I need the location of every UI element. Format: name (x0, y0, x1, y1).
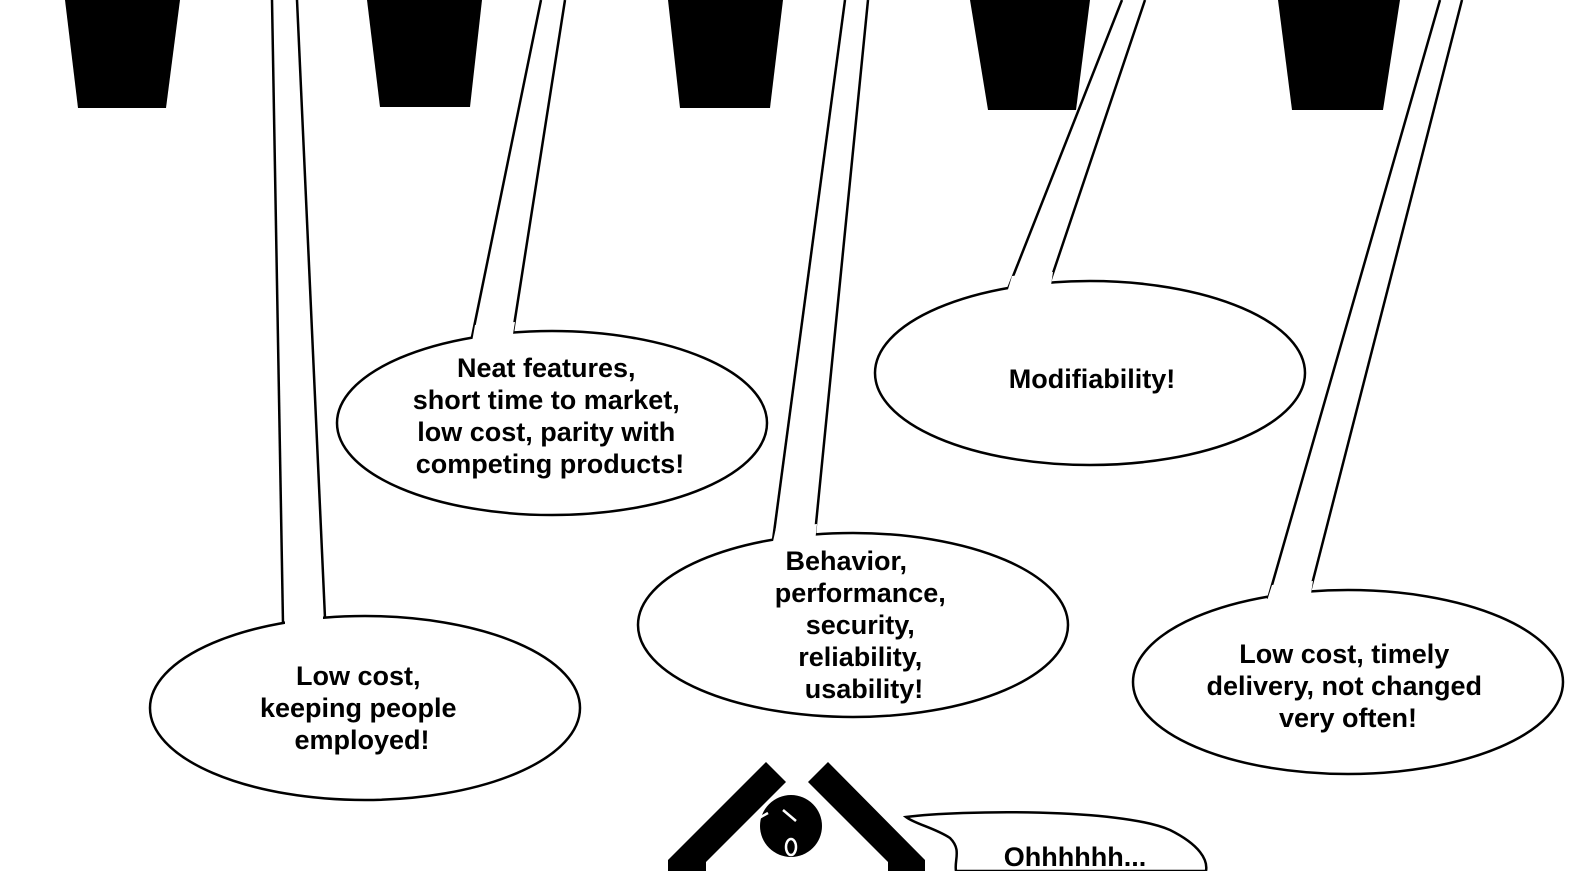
balloon-text: Modifiability! (1009, 364, 1175, 394)
speech-balloon-customer: Low cost, keeping people employed! (148, 0, 582, 802)
architect-speech-text: Ohhhhhh... (1004, 842, 1146, 871)
architect-figure (668, 762, 925, 871)
right-arm (808, 762, 925, 871)
speech-balloon-maintainer: Modifiability! (873, 0, 1307, 467)
balloon-text: Neat features, short time to market, low… (413, 353, 688, 479)
balloon-text: Behavior, performance, security, reliabi… (775, 546, 954, 704)
speech-balloon-manager: Low cost, timely delivery, not changed v… (1131, 0, 1565, 776)
stakeholder-figure-1 (65, 0, 180, 108)
speech-balloon-end-user: Behavior, performance, security, reliabi… (636, 0, 1070, 719)
stakeholder-figure-3 (668, 0, 783, 108)
stakeholder-figure-5 (1278, 0, 1400, 110)
left-arm (668, 762, 786, 871)
stakeholder-figure-4 (970, 0, 1090, 110)
stakeholder-figure-2 (367, 0, 482, 107)
head (760, 795, 822, 857)
speech-balloon-marketing: Neat features, short time to market, low… (335, 0, 769, 517)
balloon-text: Low cost, timely delivery, not changed v… (1206, 639, 1489, 733)
balloon-text: Low cost, keeping people employed! (260, 661, 464, 755)
architect-speech-bubble: Ohhhhhh... (902, 810, 1208, 871)
